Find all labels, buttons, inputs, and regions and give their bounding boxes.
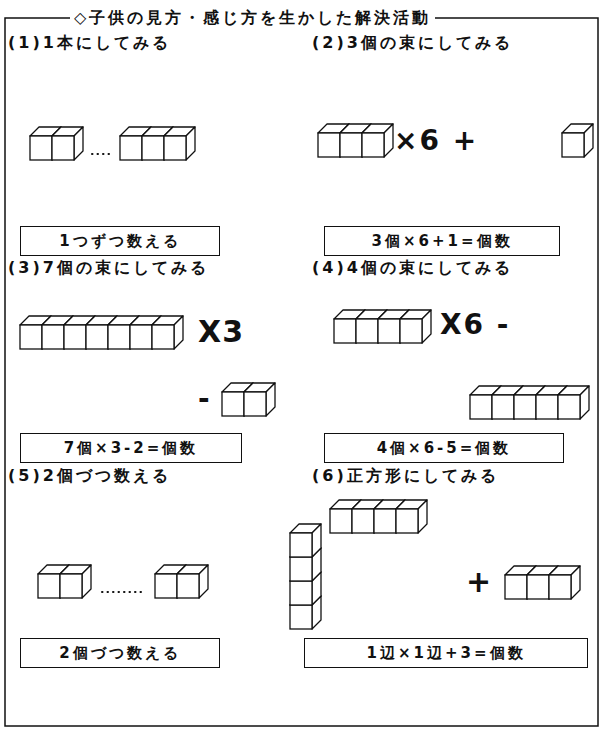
cube-column: [290, 524, 321, 629]
formula-box: 2個づつ数える: [20, 638, 220, 668]
formula-text: 4個×6-5=個数: [377, 439, 512, 457]
cube: [562, 124, 593, 157]
cube-row: [38, 565, 208, 598]
cube: [558, 386, 589, 419]
cube: [60, 565, 91, 598]
formula-box: 3個×6+1=個数: [324, 226, 560, 256]
cube: [177, 565, 208, 598]
section-heading: (3)7個の束にしてみる: [8, 258, 209, 277]
operator-text: -: [198, 382, 210, 416]
section-heading: (5)2個づつ数える: [8, 466, 171, 485]
cube: [164, 127, 195, 160]
operator-text: +: [466, 564, 491, 600]
section-heading: (2)3個の束にしてみる: [312, 33, 513, 52]
cube: [152, 316, 183, 349]
section-heading: (6)正方形にしてみる: [312, 466, 499, 485]
formula-box: 1つずつ数える: [20, 226, 220, 256]
section-heading: (1)1本にしてみる: [8, 33, 171, 52]
panel-title: ◇子供の見方・感じ方を生かした解決活動: [70, 8, 435, 27]
panel-frame: [5, 18, 598, 726]
formula-text: 7個×3-2=個数: [64, 439, 199, 457]
cube: [290, 524, 321, 557]
cube-row: [330, 500, 580, 599]
cube-row: [318, 124, 593, 157]
formula-text: 3個×6+1=個数: [371, 232, 512, 250]
section-heading: (4)4個の束にしてみる: [312, 258, 513, 277]
dots: [102, 591, 142, 593]
operator-text: ×6 +: [394, 124, 478, 158]
cube: [400, 310, 431, 343]
operator-text: X3: [198, 314, 244, 350]
cube: [362, 124, 393, 157]
dots: [92, 153, 112, 155]
formula-box: 4個×6-5=個数: [324, 433, 564, 463]
operator-text: X6 -: [440, 308, 510, 342]
formula-text: 1つずつ数える: [59, 232, 180, 250]
formula-text: 1辺×1辺+3=個数: [366, 644, 525, 662]
cube: [396, 500, 427, 533]
formula-text: 2個づつ数える: [59, 644, 180, 662]
cube: [549, 566, 580, 599]
formula-box: 7個×3-2=個数: [20, 433, 242, 463]
cube-row: [30, 127, 195, 160]
cube: [244, 383, 275, 416]
formula-box: 1辺×1辺+3=個数: [304, 638, 588, 668]
cube: [52, 127, 83, 160]
